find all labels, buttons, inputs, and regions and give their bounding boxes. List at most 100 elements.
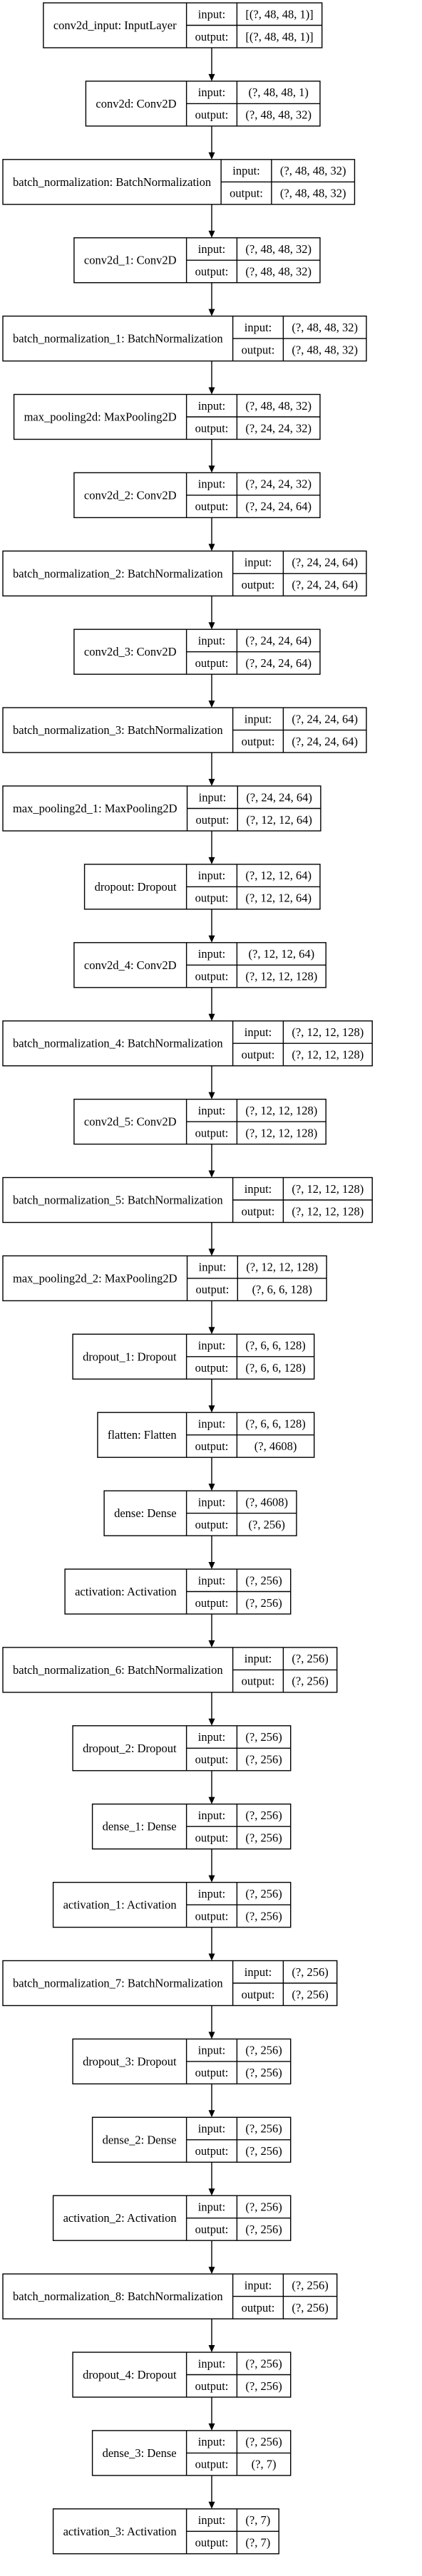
arrow-head (208, 779, 215, 786)
input-shape: (?, 12, 12, 64) (249, 947, 315, 961)
layer-name: batch_normalization_2: BatchNormalizatio… (13, 567, 223, 580)
output-shape: (?, 256) (245, 2066, 282, 2079)
input-shape: (?, 12, 12, 128) (292, 1025, 364, 1039)
arrow-head (208, 1875, 215, 1883)
output-label: output: (195, 264, 229, 278)
layer-name: conv2d_2: Conv2D (84, 488, 177, 502)
input-label: input: (198, 477, 226, 491)
output-label: output: (195, 108, 229, 122)
arrow-head (208, 1013, 215, 1021)
output-shape: (?, 4608) (254, 1439, 297, 1453)
arrow-head (208, 1640, 215, 1647)
output-shape: (?, 256) (245, 1909, 282, 1923)
output-label: output: (195, 2223, 229, 2236)
output-shape: (?, 12, 12, 64) (245, 891, 312, 905)
layer-node-batch_normalization_7: batch_normalization_7: BatchNormalizatio… (2, 1960, 338, 2007)
arrow-head (208, 152, 215, 160)
input-shape: (?, 256) (245, 2435, 282, 2448)
output-label: output: (196, 1283, 230, 1296)
output-shape: (?, 256) (249, 1518, 285, 1531)
layer-node-batch_normalization_1: batch_normalization_1: BatchNormalizatio… (2, 315, 367, 362)
layer-node-batch_normalization_2: batch_normalization_2: BatchNormalizatio… (2, 550, 367, 596)
input-shape: (?, 256) (292, 1652, 328, 1665)
output-shape: (?, 24, 24, 64) (245, 500, 312, 513)
output-label: output: (195, 1753, 229, 1767)
input-shape: (?, 48, 48, 1) (249, 86, 309, 99)
output-shape: [(?, 48, 48, 1)] (245, 30, 313, 43)
input-label: input: (245, 1182, 272, 1196)
output-shape: (?, 12, 12, 128) (245, 1126, 317, 1139)
output-label: output: (242, 2301, 275, 2314)
arrow-head (208, 309, 215, 316)
output-label: output: (195, 970, 229, 983)
layer-node-batch_normalization_3: batch_normalization_3: BatchNormalizatio… (2, 707, 367, 753)
output-shape: (?, 12, 12, 128) (245, 970, 317, 983)
input-label: input: (198, 869, 226, 882)
arrow-head (208, 230, 215, 238)
output-label: output: (230, 187, 263, 200)
nodes-layer: conv2d_input: InputLayerinput:output:[(?… (2, 2, 373, 2555)
layer-node-batch_normalization_6: batch_normalization_6: BatchNormalizatio… (2, 1647, 338, 1693)
layer-name: batch_normalization_3: BatchNormalizatio… (13, 723, 223, 737)
arrow-head (208, 1562, 215, 1569)
layer-name: batch_normalization_7: BatchNormalizatio… (13, 1977, 223, 1990)
input-label: input: (198, 2122, 226, 2136)
input-label: input: (198, 1104, 226, 1117)
output-label: output: (195, 1518, 229, 1531)
layer-name: max_pooling2d_2: MaxPooling2D (13, 1271, 177, 1285)
output-shape: (?, 256) (292, 1675, 328, 1688)
output-shape: (?, 256) (292, 1987, 328, 2001)
layer-name: dropout_3: Dropout (83, 2054, 177, 2068)
input-shape: (?, 24, 24, 64) (245, 633, 312, 647)
input-label: input: (198, 1730, 226, 1744)
input-label: input: (245, 1025, 272, 1039)
input-shape: (?, 6, 6, 128) (245, 1339, 305, 1352)
layer-node-batch_normalization_5: batch_normalization_5: BatchNormalizatio… (2, 1176, 373, 1224)
layer-name: activation_1: Activation (63, 1898, 177, 1912)
arrow-head (208, 622, 215, 630)
input-label: input: (198, 7, 226, 21)
input-shape: (?, 12, 12, 128) (292, 1182, 364, 1196)
output-label: output: (242, 1204, 275, 1218)
layer-name: activation_3: Activation (63, 2525, 177, 2538)
layer-name: dropout_1: Dropout (83, 1350, 177, 1363)
output-shape: (?, 256) (245, 2223, 282, 2236)
input-label: input: (198, 1339, 226, 1352)
arrow-head (208, 2267, 215, 2275)
input-shape: (?, 256) (245, 2357, 282, 2370)
input-label: input: (245, 556, 272, 569)
arrow-head (208, 387, 215, 395)
layer-node-max_pooling2d: max_pooling2d: MaxPooling2Dinput:output:… (13, 393, 321, 440)
input-shape: (?, 12, 12, 64) (245, 869, 312, 882)
layer-node-batch_normalization: batch_normalization: BatchNormalizationi… (2, 159, 356, 205)
input-shape: (?, 24, 24, 64) (292, 556, 358, 569)
layer-name: dense_1: Dense (103, 1820, 177, 1833)
layer-name: conv2d_1: Conv2D (84, 254, 177, 267)
input-label: input: (245, 712, 272, 725)
output-label: output: (195, 2144, 229, 2158)
input-label: input: (198, 2357, 226, 2370)
output-shape: (?, 256) (245, 1596, 282, 1610)
input-shape: (?, 48, 48, 32) (280, 164, 346, 177)
input-label: input: (198, 2435, 226, 2448)
output-shape: (?, 256) (245, 2144, 282, 2158)
input-shape: (?, 7) (245, 2513, 270, 2527)
output-label: output: (195, 1596, 229, 1610)
input-shape: (?, 256) (245, 2044, 282, 2057)
input-shape: (?, 48, 48, 32) (245, 399, 312, 413)
input-shape: (?, 24, 24, 32) (245, 477, 312, 491)
arrow-head (208, 2032, 215, 2039)
input-shape: (?, 256) (292, 1965, 328, 1979)
input-shape: (?, 24, 24, 64) (292, 712, 358, 725)
output-label: output: (196, 813, 230, 827)
